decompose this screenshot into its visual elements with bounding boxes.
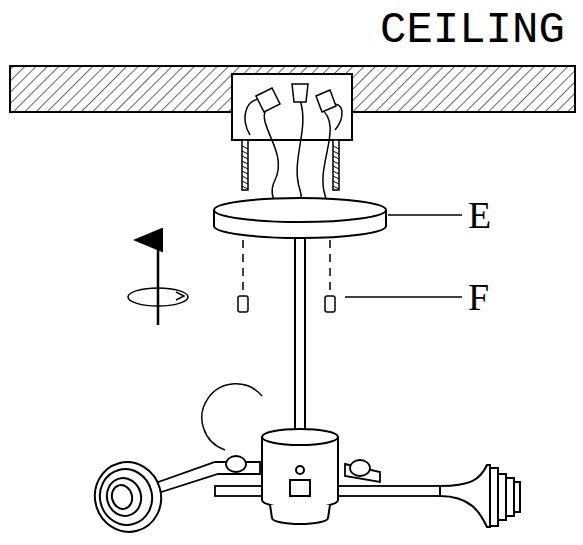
wire-nuts — [256, 84, 336, 112]
left-socket — [87, 455, 169, 540]
back-shade — [202, 384, 262, 450]
rotate-arrow — [128, 240, 188, 325]
right-socket — [440, 465, 520, 527]
cap-nuts — [238, 296, 335, 312]
center-hub — [262, 429, 338, 524]
junction-box — [232, 74, 352, 140]
ceiling-label: CEILING — [380, 8, 565, 52]
stem — [295, 238, 305, 430]
screw-threads — [242, 146, 339, 189]
part-letter: F — [468, 278, 489, 316]
leader-line — [345, 296, 462, 298]
guide-lines — [243, 240, 330, 292]
part-letter: E — [468, 196, 491, 234]
leader-line — [388, 214, 462, 216]
mounting-screws — [242, 140, 339, 190]
canopy — [214, 198, 386, 238]
